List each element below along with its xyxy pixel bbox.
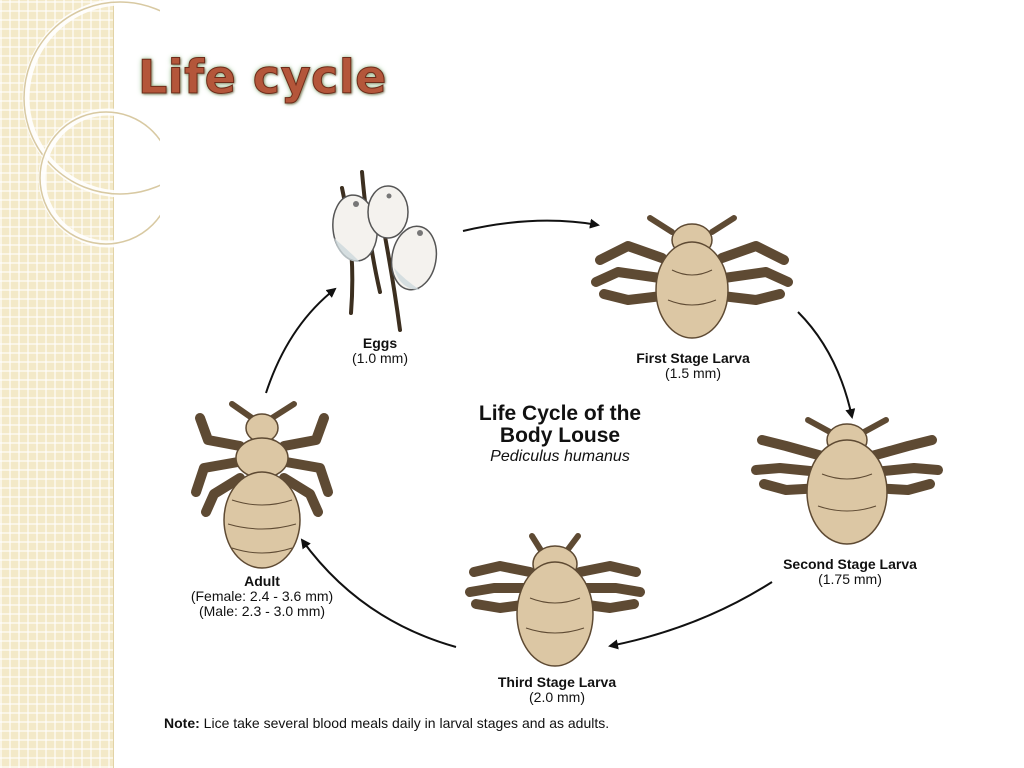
background-stripe: [0, 0, 114, 768]
third-stage-larva-illustration: [465, 533, 645, 667]
eggs-label: Eggs (1.0 mm): [320, 336, 440, 366]
cycle-arrows: [265, 218, 856, 650]
first-stage-label: First Stage Larva (1.5 mm): [603, 351, 783, 381]
eggs-illustration: [332, 170, 438, 332]
diagram-title-line2: Body Louse: [499, 424, 621, 447]
adult-label: Adult (Female: 2.4 - 3.6 mm) (Male: 2.3 …: [160, 574, 364, 619]
diagram-title-line1: Life Cycle of the: [478, 402, 642, 425]
stage-name: Eggs: [362, 335, 398, 351]
male-size: (Male: 2.3 - 3.0 mm): [198, 603, 326, 619]
stage-name: Second Stage Larva: [783, 556, 917, 572]
arrow-first-to-second: [797, 311, 856, 419]
stage-name: Third Stage Larva: [497, 674, 617, 690]
arrow-third-to-adult: [300, 538, 457, 648]
stage-size: (1.0 mm): [352, 350, 408, 366]
slide-title: Life cycle: [138, 50, 387, 105]
stage-size: (2.0 mm): [529, 689, 585, 705]
arrow-eggs-to-first: [462, 218, 600, 232]
first-stage-larva-illustration: [591, 215, 793, 339]
arrow-adult-to-eggs: [265, 287, 337, 394]
note-label: Note:: [164, 715, 200, 731]
decorative-circles: [22, 0, 160, 248]
note: Note: Lice take several blood meals dail…: [164, 715, 609, 731]
female-size: (Female: 2.4 - 3.6 mm): [190, 588, 334, 604]
diagram-title: Life Cycle of the Body Louse Pediculus h…: [430, 403, 690, 466]
stage-size: (1.75 mm): [818, 571, 882, 587]
second-stage-label: Second Stage Larva (1.75 mm): [752, 557, 948, 587]
stage-name: First Stage Larva: [636, 350, 750, 366]
second-stage-larva-illustration: [751, 417, 943, 545]
third-stage-label: Third Stage Larva (2.0 mm): [460, 675, 654, 705]
stage-size: (1.5 mm): [665, 365, 721, 381]
species-name: Pediculus humanus: [490, 448, 630, 465]
arrow-second-to-third: [608, 581, 773, 650]
note-text: Lice take several blood meals daily in l…: [199, 715, 610, 731]
stage-name: Adult: [244, 573, 280, 589]
adult-louse-illustration: [191, 401, 333, 569]
